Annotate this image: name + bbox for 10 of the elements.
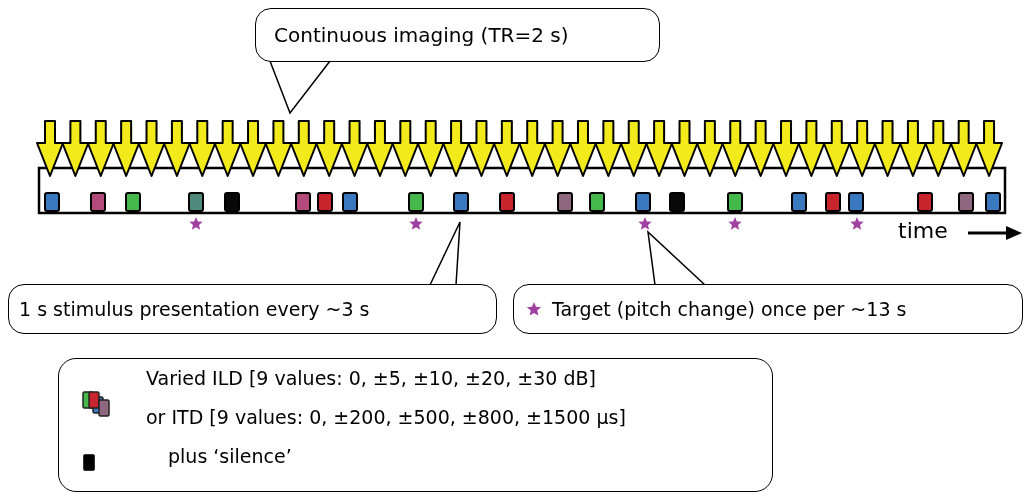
legend-text: plus ‘silence’ <box>168 445 292 467</box>
axis-label: time <box>898 218 948 243</box>
callout-box <box>255 8 660 62</box>
callout-text: Target (pitch change) once per ~13 s <box>552 298 907 320</box>
legend-text: Varied ILD [9 values: 0, ±5, ±10, ±20, ±30 dB] <box>146 367 596 389</box>
callout-box <box>513 284 1023 334</box>
callout-text: 1 s stimulus presentation every ~3 s <box>19 298 370 320</box>
callout-text: Continuous imaging (TR=2 s) <box>274 23 569 47</box>
legend-text: or ITD [9 values: 0, ±200, ±500, ±800, ±1500 µs] <box>146 406 626 428</box>
callout-box <box>8 284 497 334</box>
